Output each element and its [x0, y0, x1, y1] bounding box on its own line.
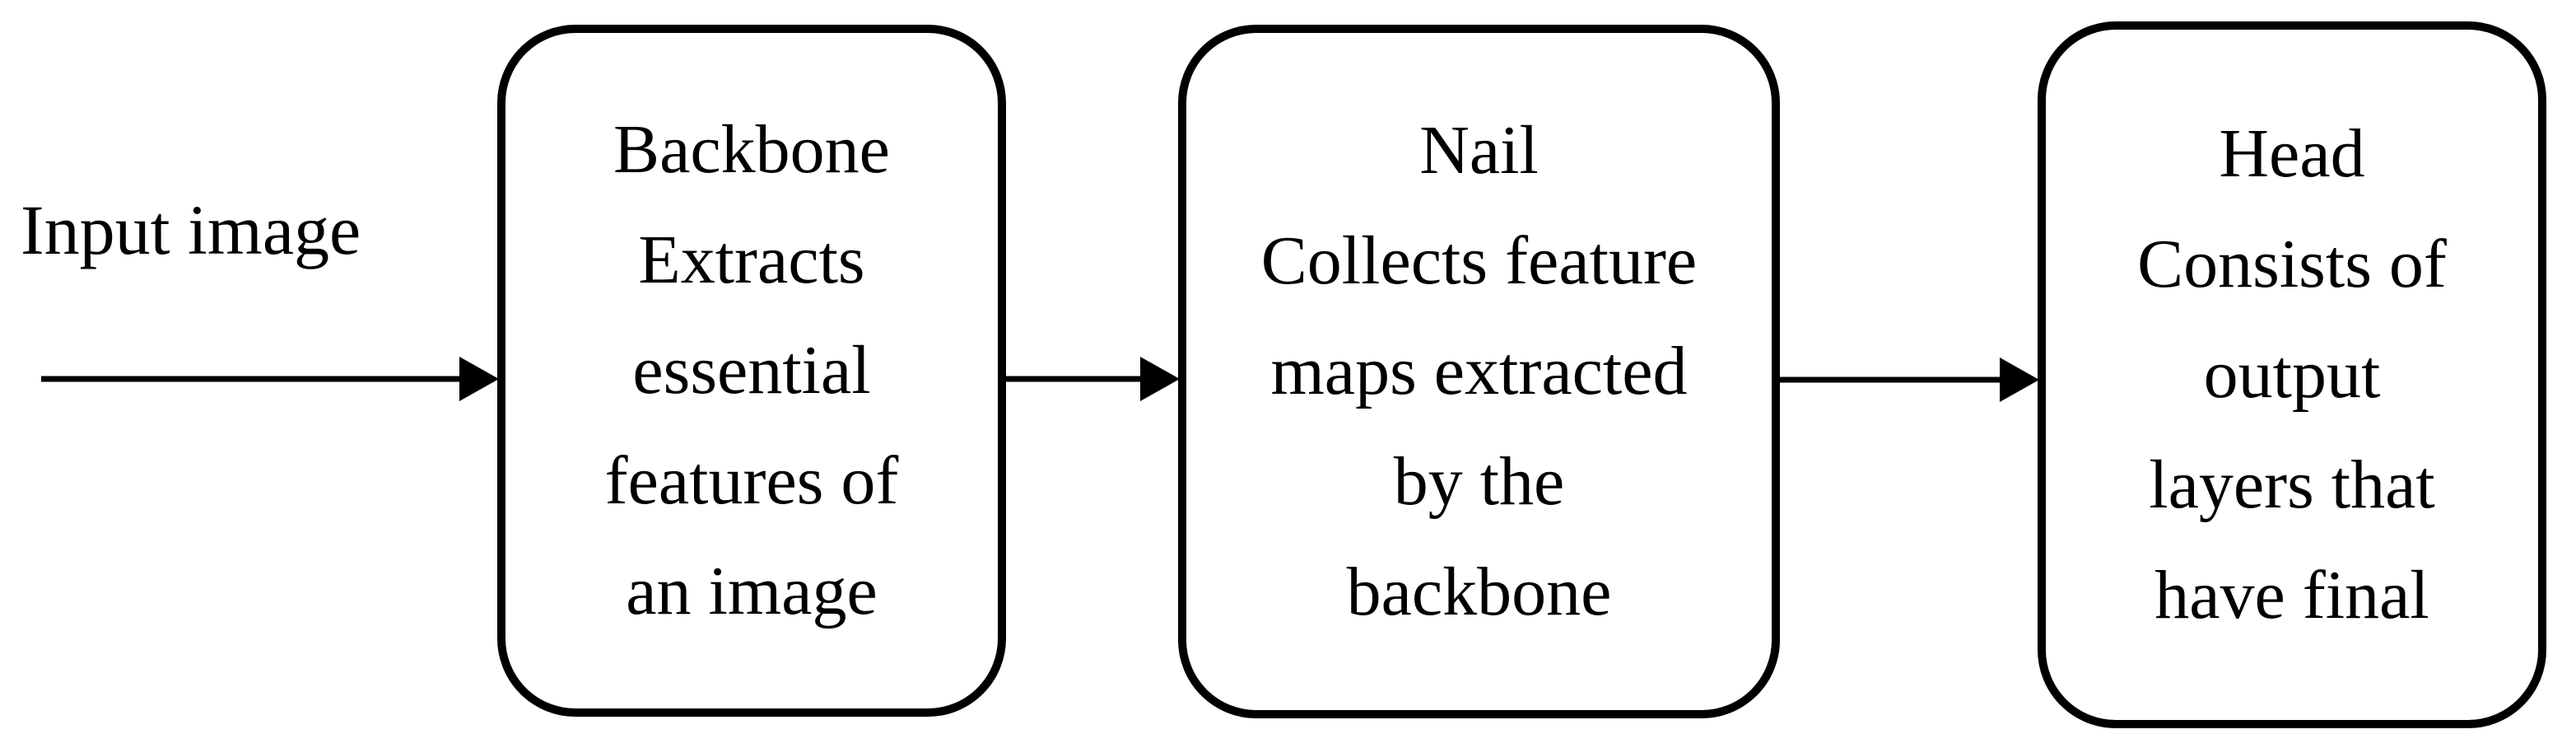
nail-box-line-4: backbone: [1346, 554, 1612, 630]
arrowhead-icon: [459, 357, 499, 401]
backbone-box-line-4: an image: [626, 553, 878, 629]
backbone-box-line-3: features of: [604, 442, 899, 519]
head-box-line-4: have final: [2154, 557, 2429, 633]
backbone-box-line-2: essential: [632, 332, 871, 409]
nail-box-line-3: by the: [1393, 443, 1565, 520]
head-box-line-3: layers that: [2149, 446, 2435, 523]
nail-box: Nail Collects feature maps extracted by …: [1178, 25, 1780, 718]
head-box-title: Head: [2219, 115, 2365, 192]
arrowhead-icon: [2000, 358, 2039, 402]
backbone-box: Backbone Extracts essential features of …: [497, 25, 1006, 717]
arrow-backbone-to-nail: [1006, 357, 1180, 401]
arrowhead-icon: [1140, 357, 1180, 401]
backbone-box-title: Backbone: [613, 111, 890, 188]
arrow-input-to-backbone: [41, 357, 499, 401]
arrow-nail-to-head: [1780, 358, 2039, 402]
head-box: Head Consists of output layers that have…: [2038, 21, 2546, 728]
nail-box-line-2: maps extracted: [1270, 333, 1688, 409]
head-box-line-2: output: [2203, 336, 2381, 413]
nail-box-line-1: Collects feature: [1260, 222, 1698, 299]
head-box-line-1: Consists of: [2137, 226, 2447, 302]
input-image-label: Input image: [21, 190, 361, 269]
backbone-box-line-1: Extracts: [638, 222, 865, 298]
nail-box-title: Nail: [1419, 112, 1539, 189]
